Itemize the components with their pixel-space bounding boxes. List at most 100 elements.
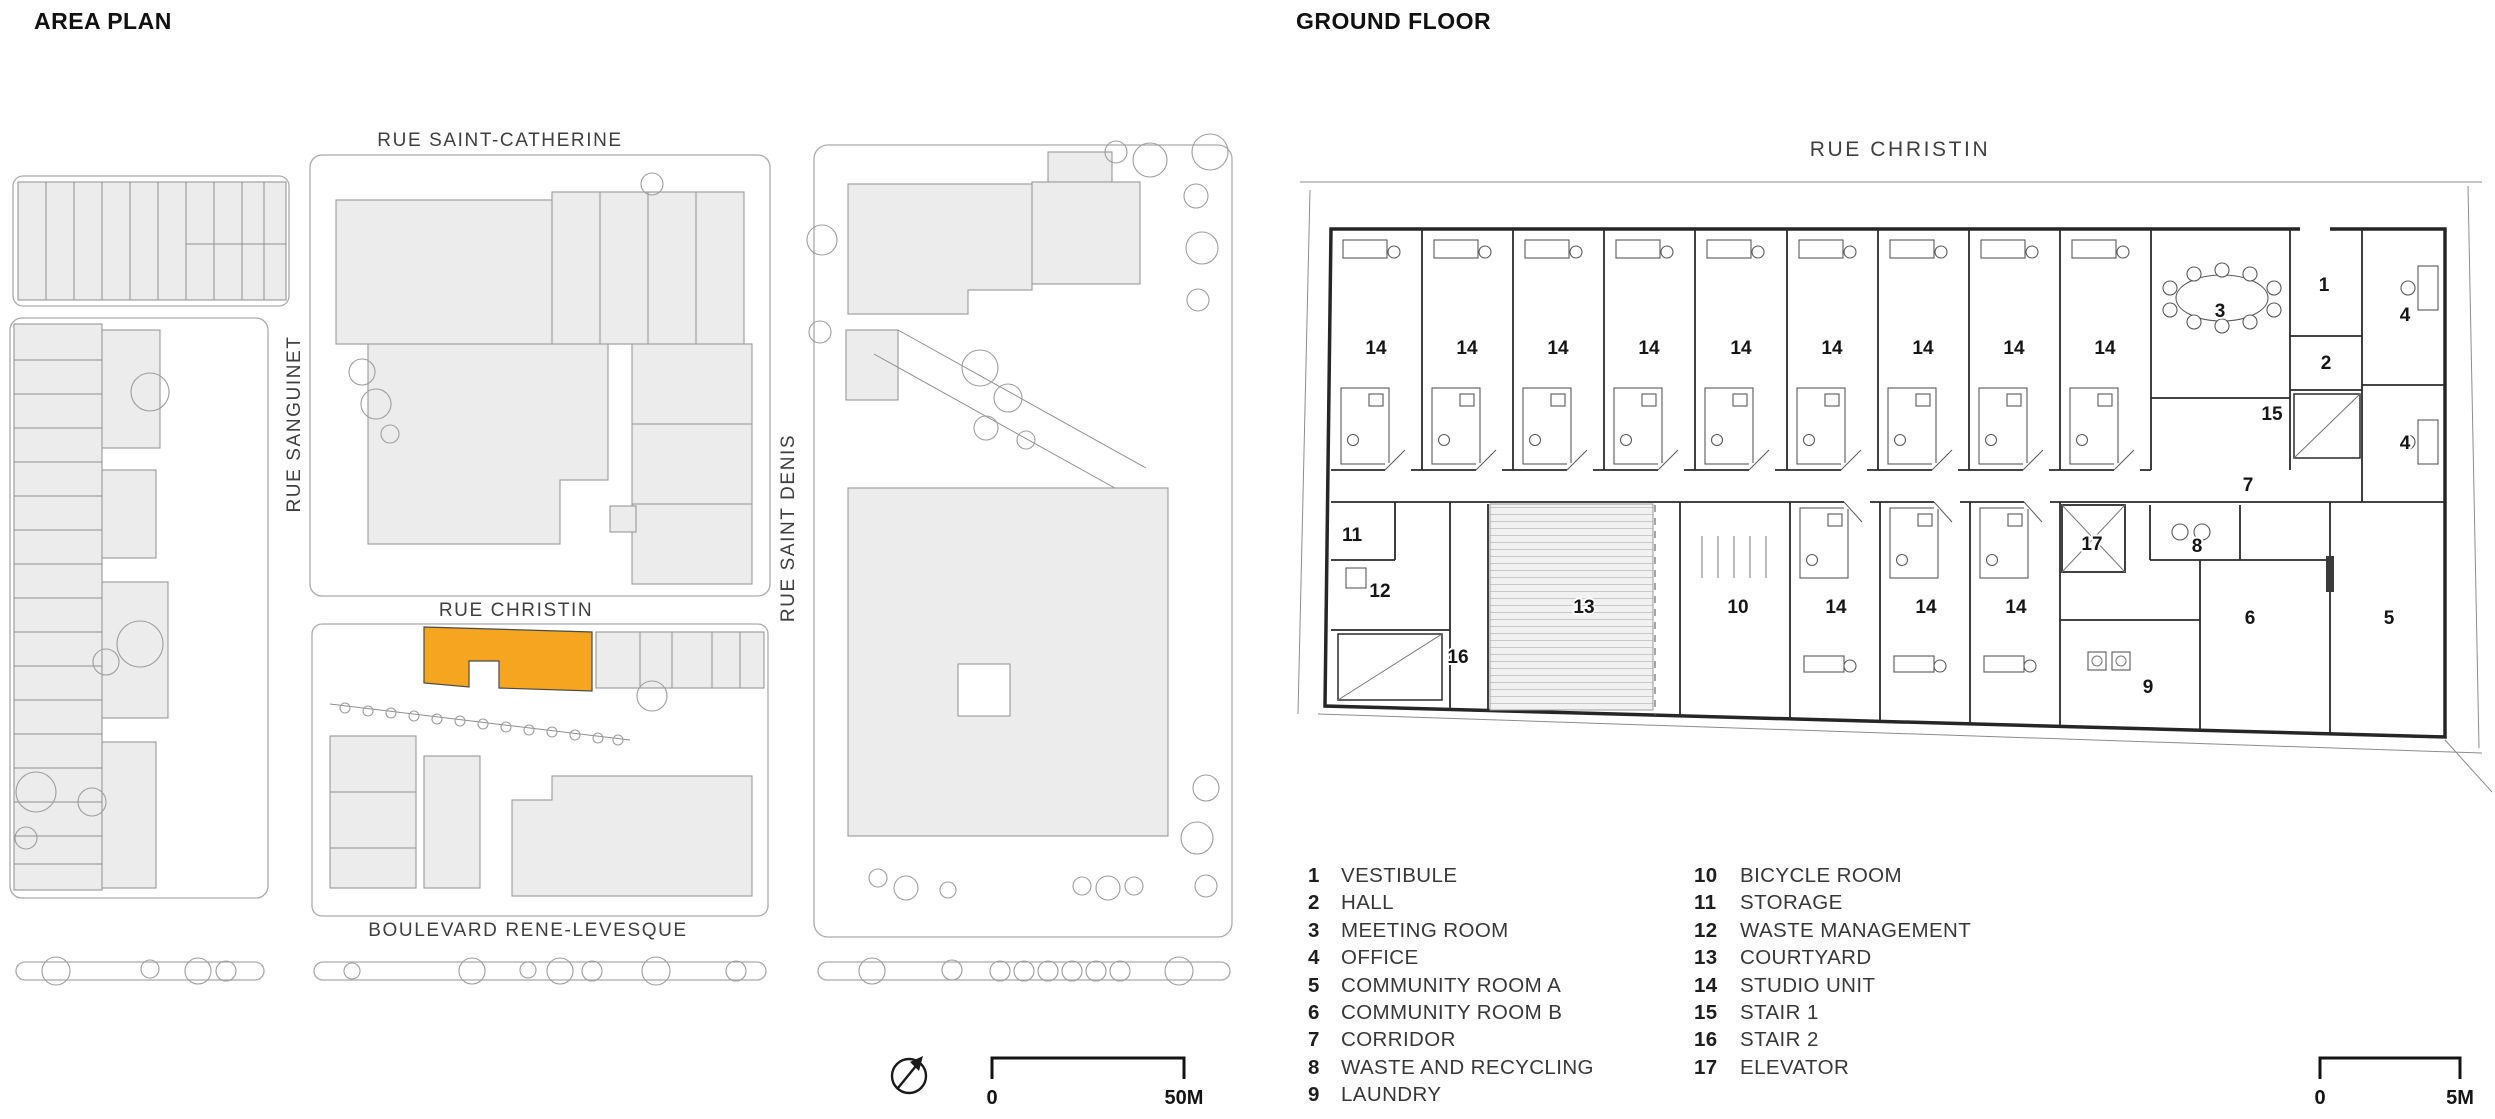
room-number-16: 16 <box>1447 647 1468 668</box>
room-number-4: 4 <box>2400 305 2411 326</box>
entrance-gap <box>2300 223 2330 235</box>
basin-icon <box>2006 393 2022 407</box>
desk-icon <box>1893 655 1935 673</box>
legend-number: 8 <box>1308 1055 1320 1079</box>
legend-number: 10 <box>1694 864 1718 887</box>
legend-label: COURTYARD <box>1740 946 1872 970</box>
room-number-14: 14 <box>1365 338 1387 359</box>
room-number-10: 10 <box>1727 597 1748 618</box>
site-boundary-lines <box>1297 181 2493 793</box>
room-number-17: 17 <box>2081 534 2102 555</box>
door-leaf <box>2113 449 2135 471</box>
legend-number: 3 <box>1308 918 1320 942</box>
basin-icon <box>2097 393 2113 407</box>
door-leaf <box>1931 449 1953 471</box>
door-leaf <box>1840 449 1862 471</box>
waste-bins <box>1345 523 2211 589</box>
legend-label: HALL <box>1341 891 1394 915</box>
desk-icon <box>1803 655 1845 673</box>
room-number-14: 14 <box>1912 338 1934 359</box>
door-gap <box>1749 463 1775 476</box>
room-number-14: 14 <box>2003 338 2025 359</box>
room-number-14: 14 <box>2005 597 2027 618</box>
legend-label: COMMUNITY ROOM B <box>1341 1001 1563 1025</box>
basin-icon <box>1824 393 1840 407</box>
door-gap <box>1932 463 1958 476</box>
legend-number: 14 <box>1694 973 1718 997</box>
basin-icon <box>1827 513 1843 527</box>
area-scale-bar: 0 50M <box>986 1056 1204 1109</box>
street-tree-rows <box>15 956 1231 986</box>
office-desks <box>2400 265 2439 465</box>
legend-label: STUDIO UNIT <box>1740 973 1876 997</box>
chair-icon <box>2116 245 2130 259</box>
basin-icon <box>2007 513 2023 527</box>
legend-number: 6 <box>1308 1001 1320 1025</box>
legend-label: STORAGE <box>1740 891 1843 915</box>
room-number-9: 9 <box>2143 677 2154 698</box>
toilet-icon <box>1895 553 1909 567</box>
area-plan-title: AREA PLAN <box>34 8 172 34</box>
chair-icon <box>1843 245 1857 259</box>
legend-number: 1 <box>1308 864 1320 887</box>
chair-icon <box>1387 245 1401 259</box>
street-label-rue-saint-denis: RUE SAINT DENIS <box>778 434 799 622</box>
legend-number: 4 <box>1308 946 1320 970</box>
legend-number: 5 <box>1308 973 1320 997</box>
scale-max-label: 5M <box>2446 1087 2474 1109</box>
street-label-rue-sanguinet: RUE SANGUINET <box>284 335 305 512</box>
toilet-icon <box>1528 433 1542 447</box>
desk-icon <box>1615 239 1661 259</box>
desk-icon <box>1433 239 1479 259</box>
door-gap <box>1658 463 1684 476</box>
chair-icon <box>1660 245 1674 259</box>
toilet-icon <box>1619 433 1633 447</box>
door-leaf <box>2023 501 2043 523</box>
chair-icon <box>1751 245 1765 259</box>
legend-label: STAIR 2 <box>1740 1028 1819 1052</box>
legend-label: COMMUNITY ROOM A <box>1341 973 1562 997</box>
basin-icon <box>1917 513 1933 527</box>
chair-icon <box>1569 245 1583 259</box>
door-gap <box>1844 496 1870 509</box>
legend-number: 7 <box>1308 1028 1320 1052</box>
room-number-2: 2 <box>2321 353 2332 374</box>
door-leaf <box>1843 501 1863 523</box>
legend-number: 13 <box>1694 946 1718 970</box>
room-number-11: 11 <box>1342 525 1363 546</box>
scale-max-label: 50M <box>1165 1087 1204 1109</box>
toilet-icon <box>1805 553 1819 567</box>
desk-icon <box>1706 239 1752 259</box>
legend-label: BICYCLE ROOM <box>1740 864 1902 887</box>
street-label-rue-christin-area: RUE CHRISTIN <box>439 600 593 621</box>
legend-item-5: 5 COMMUNITY ROOM A <box>1308 972 1694 999</box>
door-gap <box>1385 463 1411 476</box>
room-number-8: 8 <box>2192 536 2203 557</box>
toilet-icon <box>1893 433 1907 447</box>
street-label-boulevard-rene-levesque: BOULEVARD RENE-LEVESQUE <box>368 920 687 941</box>
toilet-icon <box>1346 433 1360 447</box>
room-number-14: 14 <box>1825 597 1847 618</box>
door-leaf <box>1566 449 1588 471</box>
basin-icon <box>1459 393 1475 407</box>
legend-label: MEETING ROOM <box>1341 918 1509 942</box>
legend-item-3: 3 MEETING ROOM <box>1308 917 1694 944</box>
room-number-15: 15 <box>2261 404 2283 425</box>
chair-icon <box>1478 245 1492 259</box>
toilet-icon <box>1437 433 1451 447</box>
laundry-machines <box>2087 651 2131 671</box>
legend-item-6: 6 COMMUNITY ROOM B <box>1308 999 1694 1026</box>
